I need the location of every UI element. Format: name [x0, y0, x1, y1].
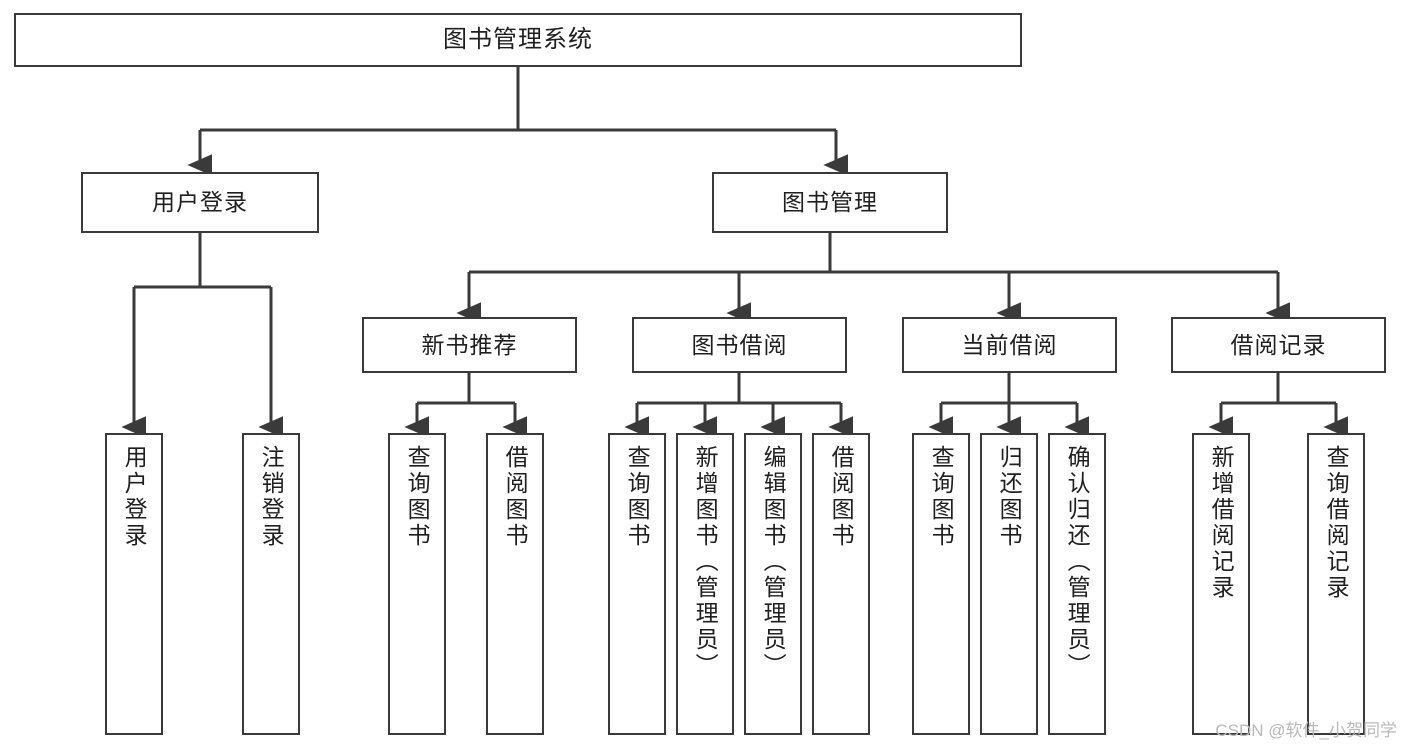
leaf-label: 借阅图书 — [828, 445, 855, 549]
node-current-borrow[interactable]: 当前借阅 — [902, 317, 1117, 373]
node-label: 用户登录 — [152, 189, 248, 216]
leaf-user-logout[interactable]: 注销登录 — [242, 433, 300, 735]
leaf-query-book-current[interactable]: 查询图书 — [912, 433, 970, 735]
leaf-label: 注销登录 — [258, 445, 285, 549]
leaf-query-book-borrow[interactable]: 查询图书 — [608, 433, 666, 735]
leaf-user-login[interactable]: 用户登录 — [105, 433, 163, 735]
leaf-label: 查询图书 — [928, 445, 955, 549]
leaf-edit-book-admin[interactable]: 编辑图书（管理员） — [744, 433, 802, 735]
leaf-label: 用户登录 — [121, 445, 148, 549]
leaf-label: 查询图书 — [404, 445, 431, 549]
node-label: 图书管理 — [782, 189, 878, 216]
node-user-login[interactable]: 用户登录 — [81, 172, 319, 233]
node-label: 当前借阅 — [961, 331, 1058, 358]
leaf-confirm-return-admin[interactable]: 确认归还（管理员） — [1048, 433, 1106, 735]
leaf-label: 新增借阅记录 — [1208, 445, 1235, 601]
node-book-borrow[interactable]: 图书借阅 — [632, 317, 847, 373]
node-book-management[interactable]: 图书管理 — [712, 172, 948, 233]
leaf-borrow-book[interactable]: 借阅图书 — [812, 433, 870, 735]
leaf-add-book-admin[interactable]: 新增图书（管理员） — [676, 433, 734, 735]
leaf-label: 归还图书 — [996, 445, 1023, 549]
leaf-add-borrow-record[interactable]: 新增借阅记录 — [1192, 433, 1250, 735]
leaf-label: 借阅图书 — [502, 445, 529, 549]
leaf-borrow-book-recommend[interactable]: 借阅图书 — [486, 433, 544, 735]
node-label: 图书借阅 — [691, 331, 788, 358]
leaf-label: 新增图书（管理员） — [692, 445, 719, 679]
node-label: 借阅记录 — [1230, 331, 1327, 358]
node-root-system[interactable]: 图书管理系统 — [14, 13, 1022, 67]
leaf-label: 确认归还（管理员） — [1064, 445, 1091, 679]
leaf-query-book-recommend[interactable]: 查询图书 — [388, 433, 446, 735]
node-label: 新书推荐 — [421, 331, 518, 358]
leaf-label: 查询图书 — [624, 445, 651, 549]
watermark-text: CSDN @软件_小贺同学 — [1215, 721, 1397, 740]
leaf-label: 查询借阅记录 — [1323, 445, 1350, 601]
leaf-return-book[interactable]: 归还图书 — [980, 433, 1038, 735]
leaf-label: 编辑图书（管理员） — [760, 445, 787, 679]
leaf-query-borrow-record[interactable]: 查询借阅记录 — [1307, 433, 1365, 735]
node-label: 图书管理系统 — [443, 26, 593, 54]
node-new-book-recommend[interactable]: 新书推荐 — [362, 317, 577, 373]
node-borrow-record[interactable]: 借阅记录 — [1171, 317, 1386, 373]
